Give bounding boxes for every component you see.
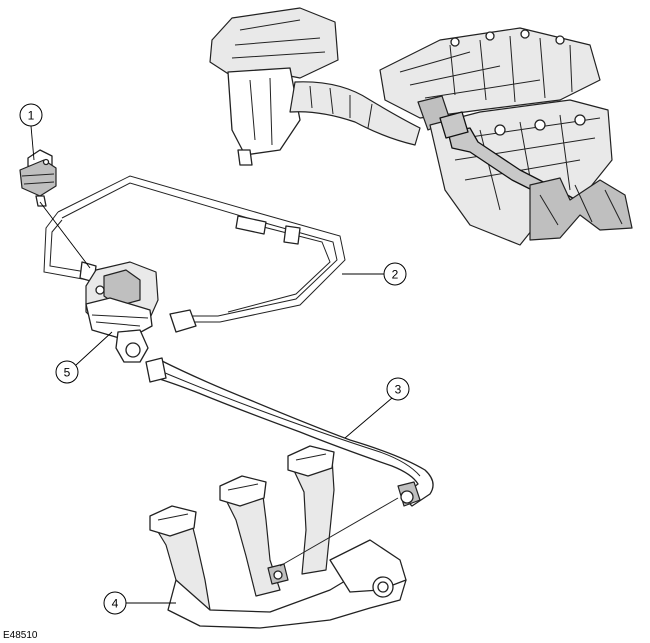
callout-1: 1	[19, 103, 43, 161]
callout-1-label: 1	[28, 109, 35, 123]
component-4-exhaust-manifold	[149, 445, 407, 629]
callout-3: 3	[344, 377, 410, 439]
callout-2-label: 2	[392, 268, 399, 282]
engine-assembly	[209, 7, 633, 246]
figure-id: E48510	[3, 630, 38, 641]
callout-5-label: 5	[64, 366, 71, 380]
callout-4: 4	[103, 591, 176, 615]
component-1-solenoid	[19, 149, 57, 207]
callout-3-label: 3	[395, 383, 402, 397]
component-3-air-hose	[145, 357, 434, 507]
callout-5: 5	[55, 331, 113, 384]
callout-2: 2	[342, 262, 407, 286]
component-1-pipe-leader	[39, 201, 91, 269]
component-5-air-valve	[85, 261, 159, 363]
callout-4-label: 4	[112, 597, 119, 611]
